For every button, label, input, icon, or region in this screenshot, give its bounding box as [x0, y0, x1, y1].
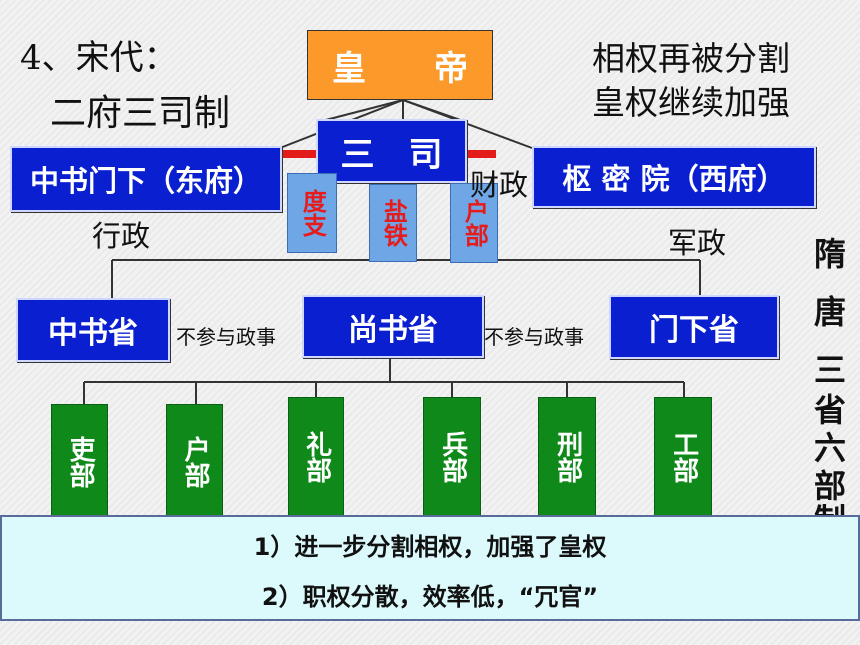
conclusion-panel: 1）进一步分割相权，加强了皇权 2）职权分散，效率低，“冗官” — [0, 515, 860, 621]
side-label-char-3: 三 — [813, 351, 846, 389]
side-label-char-2: 唐 — [813, 293, 846, 331]
menxia-box: 门下省 — [609, 295, 779, 359]
side-label-char-5: 六 — [813, 429, 846, 467]
sansi-part-hubu: 户部 — [450, 183, 498, 263]
slide-heading: 4、宋代： — [20, 38, 178, 78]
sansi-part-yantie-label: 盐铁 — [379, 199, 408, 247]
sansi-part-duzhi-label: 度支 — [298, 189, 327, 237]
side-label-char-6: 部 — [813, 467, 846, 505]
system-name: 二府三司制 — [50, 93, 231, 134]
ministry-gongbu-label: 工部 — [668, 431, 699, 483]
zhongshu-box: 中书省 — [16, 298, 170, 362]
red-link-right — [466, 150, 496, 158]
note-no-politics-left: 不参与政事 — [176, 325, 276, 349]
sansi-part-duzhi: 度支 — [287, 173, 337, 253]
west-office-box: 枢 密 院（西府） — [532, 146, 816, 208]
label-finance: 财政 — [470, 168, 529, 202]
ministry-libu: 吏部 — [51, 404, 108, 520]
ministry-libu-rites-label: 礼部 — [301, 431, 332, 483]
conclusion-point-2: 2）职权分散，效率低，“冗官” — [261, 583, 599, 611]
connector-emperor-right-inner — [402, 99, 467, 123]
ministry-bingbu: 兵部 — [423, 397, 481, 517]
side-label-char-1: 隋 — [813, 235, 846, 273]
conclusion-point-1: 1）进一步分割相权，加强了皇权 — [253, 533, 607, 561]
connector-emperor-left-inner — [317, 99, 404, 123]
ministry-libu-rites: 礼部 — [288, 397, 344, 517]
ministry-hubu: 户部 — [166, 404, 223, 520]
ministry-xingbu: 刑部 — [538, 397, 596, 517]
sansi-part-yantie: 盐铁 — [369, 184, 417, 262]
side-label-char-7: 制 — [810, 504, 850, 518]
ministry-hubu-label: 户部 — [180, 436, 211, 488]
side-label-char-4: 省 — [813, 391, 846, 429]
ministry-bingbu-label: 兵部 — [437, 431, 468, 483]
note-no-politics-right: 不参与政事 — [484, 325, 584, 349]
sansi-part-hubu-label: 户部 — [460, 199, 489, 247]
east-office-box: 中书门下（东府） — [10, 146, 282, 212]
note-line-1: 相权再被分割 — [592, 39, 790, 78]
ministry-libu-label: 吏部 — [65, 436, 96, 488]
sansi-box: 三 司 — [316, 119, 467, 183]
ministry-xingbu-label: 刑部 — [552, 431, 583, 483]
label-admin: 行政 — [92, 219, 151, 253]
shangshu-box: 尚书省 — [302, 295, 484, 358]
ministry-gongbu: 工部 — [654, 397, 712, 517]
red-link-left — [282, 150, 318, 158]
label-military: 军政 — [668, 226, 727, 260]
emperor-box: 皇 帝 — [307, 30, 493, 100]
note-line-2: 皇权继续加强 — [592, 83, 790, 122]
